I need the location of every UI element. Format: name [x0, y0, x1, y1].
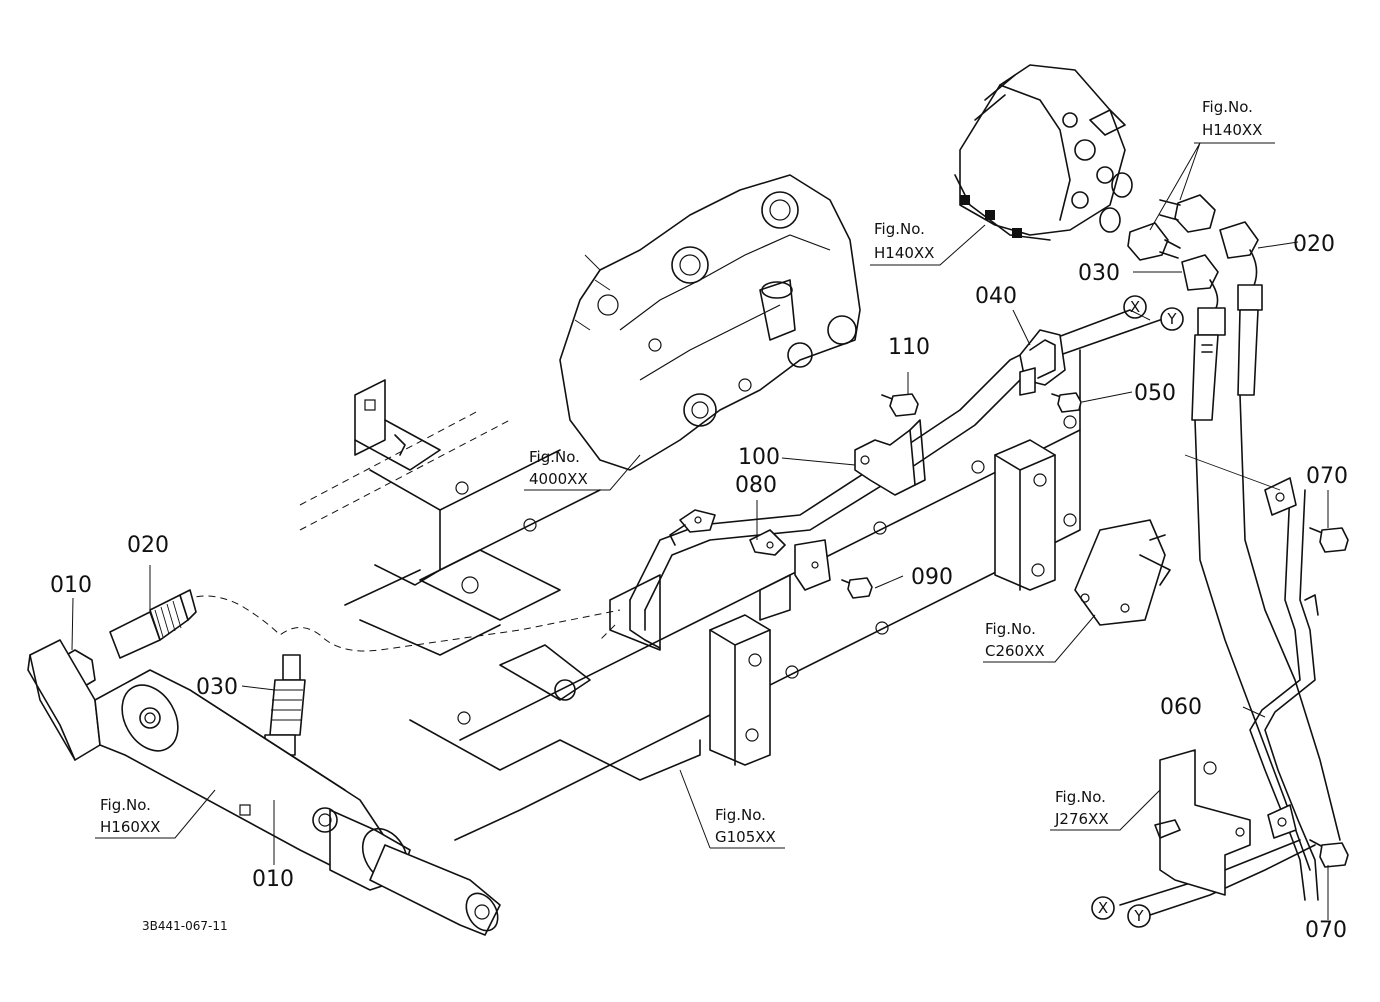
bolt-070-top	[1309, 527, 1349, 553]
connector-y-bottom-label: Y	[1133, 907, 1144, 925]
fig-ref-g105-label: Fig.No.	[715, 806, 766, 824]
bracket-c260	[1074, 519, 1171, 626]
bracket-j276	[1154, 749, 1251, 896]
connector-x-bottom: X	[1091, 896, 1115, 920]
part-number-070-bottom: 070	[1305, 918, 1347, 943]
frame-chassis	[299, 349, 1081, 841]
bolt-050	[1051, 392, 1082, 413]
part-number-040: 040	[975, 284, 1017, 309]
engine-block	[559, 174, 861, 471]
right-hoses	[1181, 221, 1263, 421]
leader-lines	[71, 142, 1329, 920]
fig-ref-j276-code: J276XX	[1054, 810, 1109, 828]
bolt-110	[881, 393, 919, 417]
part-number-020-left: 020	[127, 533, 169, 558]
connector-x-bottom-label: X	[1098, 899, 1108, 917]
power-cylinder	[27, 639, 501, 936]
part-number-070-top: 070	[1306, 464, 1348, 489]
drawing-code: 3B441-067-11	[142, 919, 228, 933]
fig-ref-h160-label: Fig.No.	[100, 796, 151, 814]
bolt-070-bottom	[1309, 839, 1349, 868]
part-number-080: 080	[735, 473, 777, 498]
fig-ref-4000-label: Fig.No.	[529, 448, 580, 466]
figure-reference-labels: Fig.No. H140XX Fig.No. H140XX Fig.No. 40…	[100, 98, 1262, 846]
fig-ref-4000-code: 4000XX	[529, 470, 588, 488]
fig-ref-g105-code: G105XX	[715, 828, 776, 846]
part-number-030-right: 030	[1078, 261, 1120, 286]
clamp-080	[669, 509, 831, 591]
fig-ref-h140-mid-label: Fig.No.	[874, 220, 925, 238]
clamp-100	[854, 419, 926, 496]
steering-unit	[954, 64, 1216, 261]
part-number-060: 060	[1160, 695, 1202, 720]
fig-ref-h140-mid-code: H140XX	[874, 244, 934, 262]
fig-ref-h160-code: H160XX	[100, 818, 160, 836]
bolt-090	[841, 577, 873, 599]
connector-y-top: Y	[1160, 307, 1184, 331]
fig-ref-c260-label: Fig.No.	[985, 620, 1036, 638]
connector-y-top-label: Y	[1166, 310, 1177, 328]
connector-y-bottom: Y	[1127, 904, 1151, 928]
part-number-090: 090	[911, 565, 953, 590]
part-number-050: 050	[1134, 381, 1176, 406]
connector-x-top: X	[1123, 295, 1147, 319]
part-number-labels: 010 020 030 010 110 100 080 090 040 050 …	[50, 232, 1348, 943]
part-number-010-left: 010	[50, 573, 92, 598]
part-number-100: 100	[738, 445, 780, 470]
connector-x-top-label: X	[1130, 298, 1140, 316]
fig-ref-j276-label: Fig.No.	[1055, 788, 1106, 806]
steering-tube-060	[1119, 394, 1341, 916]
fig-ref-c260-code: C260XX	[985, 642, 1045, 660]
part-number-030-left: 030	[196, 675, 238, 700]
part-number-110: 110	[888, 335, 930, 360]
part-number-020-right: 020	[1293, 232, 1335, 257]
fig-ref-h140-top-code: H140XX	[1202, 121, 1262, 139]
fig-ref-h140-top-label: Fig.No.	[1202, 98, 1253, 116]
clamp-040	[1019, 329, 1066, 396]
part-number-010-bottom: 010	[252, 867, 294, 892]
